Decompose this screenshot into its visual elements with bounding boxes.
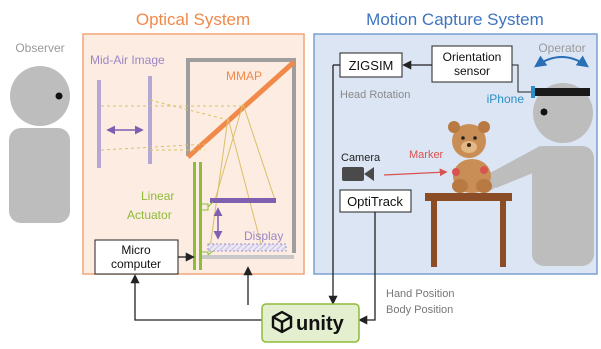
linear-actuator-rail: [193, 162, 196, 270]
zigsim-box: [339, 52, 403, 78]
observer-head: [10, 66, 70, 126]
motion-capture-title: Motion Capture System: [366, 10, 544, 29]
unity-to-micro-arrow: [130, 274, 262, 321]
body-position-label: Body Position: [386, 304, 453, 316]
unity-logo-icon: [271, 310, 293, 334]
table: [425, 193, 512, 267]
unity-engine-box: unity: [261, 303, 360, 343]
orientation-sensor-box: [431, 45, 513, 83]
linear-actuator-label-2: Actuator: [127, 208, 172, 222]
operator-head: [533, 83, 593, 143]
operator-arm: [488, 146, 560, 188]
hand-position-label: Hand Position: [386, 288, 455, 300]
observer-body: [9, 128, 70, 223]
head-rotation-label: Head Rotation: [340, 89, 410, 101]
orientation-sensor-label-2: sensor: [454, 64, 490, 78]
operator-headband: [533, 88, 590, 96]
teddy-bear-icon: [448, 121, 492, 193]
display-panel-lower: [207, 243, 287, 252]
optitrack-to-unity-arrow: [358, 212, 376, 325]
camera-label: Camera: [341, 152, 381, 164]
unity-label: unity: [296, 313, 345, 335]
micro-computer-label-1: Micro: [121, 243, 151, 257]
optitrack-label: OptiTrack: [347, 194, 403, 209]
table-leg-right: [500, 201, 506, 267]
micro-computer-label-2: computer: [111, 257, 161, 271]
table-top: [425, 193, 512, 201]
marker-dot-right: [480, 166, 488, 174]
observer-label: Observer: [15, 41, 64, 55]
motion-capture-internals: ZIGSIM Orientation sensor Head Rotation …: [339, 41, 594, 267]
operator-figure: Operator iPhone: [480, 41, 594, 266]
orientation-sensor-label-1: Orientation: [443, 50, 502, 64]
camera-icon: [342, 167, 374, 181]
light-rays-lower: [209, 103, 276, 249]
zigsim-label: ZIGSIM: [349, 58, 394, 73]
mid-air-image-near: [97, 80, 101, 168]
operator-label: Operator: [538, 41, 585, 55]
mid-air-image-label: Mid-Air Image: [90, 53, 165, 67]
linear-actuator-label-1: Linear: [141, 189, 174, 203]
linear-actuator-rail-2: [199, 162, 202, 270]
table-leg-left: [431, 201, 437, 267]
observer-figure: Observer: [9, 41, 70, 223]
camera-to-marker-arrow: [383, 168, 448, 177]
operator-body: [532, 146, 594, 266]
operator-eye: [540, 108, 548, 116]
iphone-icon: [531, 86, 535, 98]
iphone-to-sensor-link: [512, 64, 531, 93]
optical-internals: MMAP Mid-Air Image Linear Actuator Displ…: [90, 53, 296, 275]
iphone-label: iPhone: [487, 92, 525, 106]
mmap-label: MMAP: [226, 69, 262, 83]
mid-air-image-far: [148, 76, 152, 164]
display-panel-upper: [210, 198, 276, 203]
observer-eye: [55, 92, 63, 100]
optical-system-title: Optical System: [136, 10, 250, 29]
marker-label: Marker: [409, 149, 444, 161]
display-label: Display: [244, 229, 283, 243]
connections: [130, 64, 376, 325]
rotation-arrow-icon: [534, 55, 589, 68]
marker-dot-left: [452, 168, 460, 176]
micro-computer-box: [94, 239, 179, 275]
light-rays: [100, 99, 243, 151]
optical-frame: [186, 58, 296, 253]
